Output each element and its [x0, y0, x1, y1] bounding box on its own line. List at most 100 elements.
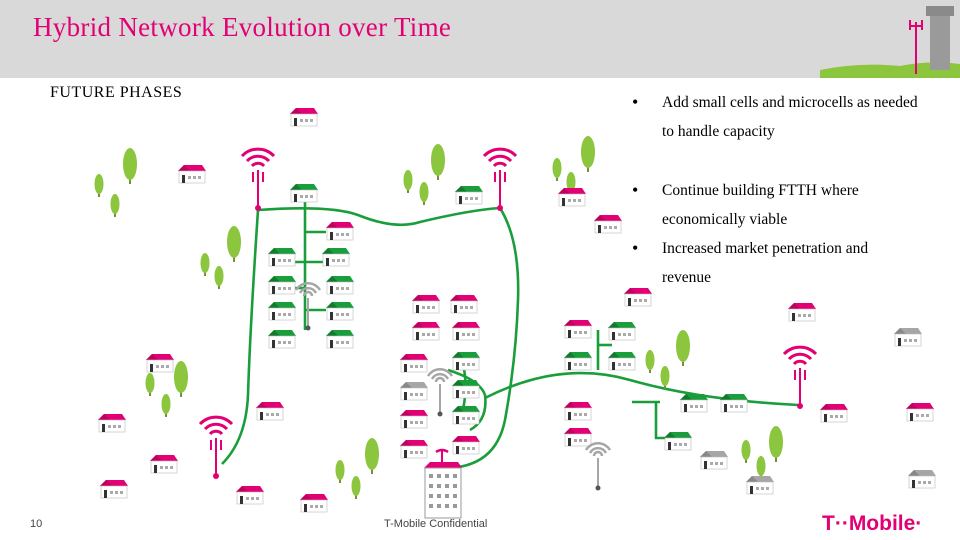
house-icon [607, 321, 637, 341]
cell-tower-icon [482, 147, 518, 213]
house-icon [623, 287, 653, 307]
cell-tower-icon [782, 345, 818, 411]
grass-icon [820, 62, 960, 78]
house-icon [593, 214, 623, 234]
house-icon [399, 439, 429, 459]
house-icon [177, 164, 207, 184]
tree-icon [123, 148, 137, 184]
house-icon [563, 401, 593, 421]
house-icon [563, 427, 593, 447]
bullet-item: • Increased market penetration and revenu… [628, 234, 918, 292]
cell-tower-icon [198, 415, 234, 481]
house-icon [399, 409, 429, 429]
house-icon [411, 294, 441, 314]
small-cell-icon [426, 367, 454, 418]
house-icon [97, 413, 127, 433]
house-icon [563, 351, 593, 371]
house-icon [325, 275, 355, 295]
tree-icon [200, 253, 210, 276]
house-icon [787, 302, 817, 322]
page-title: Hybrid Network Evolution over Time [33, 12, 452, 42]
house-icon [399, 353, 429, 373]
house-icon [451, 351, 481, 371]
network-map [94, 107, 937, 519]
house-icon [607, 351, 637, 371]
house-icon [149, 454, 179, 474]
bullet-dot-icon: • [632, 238, 639, 258]
house-icon [819, 403, 849, 423]
house-icon [563, 319, 593, 339]
tree-icon [94, 174, 104, 197]
house-icon [299, 493, 329, 513]
house-icon [663, 431, 693, 451]
house-icon [449, 294, 479, 314]
house-icon [905, 402, 935, 422]
house-icon [267, 247, 297, 267]
tree-icon [174, 361, 188, 397]
tree-icon [676, 330, 690, 366]
house-icon [325, 301, 355, 321]
tree-icon [419, 182, 429, 205]
house-icon [267, 329, 297, 349]
house-icon [411, 321, 441, 341]
confidential-label: T-Mobile Confidential [384, 518, 488, 530]
tree-icon [645, 350, 655, 373]
fiber-network [221, 202, 799, 470]
tree-icon [741, 440, 751, 463]
bullet-item: • Continue building FTTH where economical… [628, 176, 918, 234]
tree-icon [351, 476, 361, 499]
house-icon [267, 275, 297, 295]
bullet-dot-icon: • [632, 92, 639, 112]
house-icon [399, 381, 429, 401]
cell-tower-icon [240, 147, 276, 213]
subtitle: FUTURE PHASES [50, 84, 183, 101]
house-icon [99, 479, 129, 499]
house-icon [451, 321, 481, 341]
tmobile-logo-text: T··Mobile· [822, 512, 922, 535]
house-icon [893, 327, 923, 347]
bullet-text: Increased market penetration and revenue [662, 240, 869, 286]
house-icon [267, 301, 297, 321]
house-icon [679, 393, 709, 413]
cell-tower-icon [909, 20, 923, 74]
tree-icon [403, 170, 413, 193]
small-cell-icon [294, 281, 322, 332]
house-icon [907, 469, 937, 489]
house-icon [321, 247, 351, 267]
tree-icon [769, 426, 783, 462]
tree-icon [161, 394, 171, 417]
house-icon [145, 353, 175, 373]
page-number: 10 [30, 518, 43, 530]
tree-icon [227, 226, 241, 262]
house-icon [325, 329, 355, 349]
house-icon [289, 107, 319, 127]
tree-icon [431, 144, 445, 180]
house-icon [255, 401, 285, 421]
tree-icon [581, 136, 595, 172]
house-icon [235, 485, 265, 505]
tmobile-logo: T··Mobile· [822, 512, 922, 535]
house-icon [325, 221, 355, 241]
bullet-list: •Add small cells and microcells as neede… [628, 88, 918, 292]
water-tower-icon [926, 6, 954, 70]
tree-icon [110, 194, 120, 217]
house-icon [699, 450, 729, 470]
tree-icon [145, 373, 155, 396]
small-cell-icon [584, 441, 612, 492]
bullet-dot-icon: • [632, 180, 639, 200]
house-icon [745, 475, 775, 495]
tree-icon [756, 456, 766, 479]
bullet-text: Continue building FTTH where economicall… [662, 182, 859, 228]
tree-icon [214, 266, 224, 289]
house-icon [454, 185, 484, 205]
tree-icon [552, 158, 562, 181]
bullet-item: •Add small cells and microcells as neede… [628, 88, 918, 146]
header-decoration [820, 6, 960, 78]
office-building-icon [424, 448, 462, 519]
house-icon [451, 435, 481, 455]
house-icon [719, 393, 749, 413]
tree-icon [660, 366, 670, 389]
house-icon [451, 379, 481, 399]
house-icon [289, 183, 319, 203]
house-icon [557, 187, 587, 207]
